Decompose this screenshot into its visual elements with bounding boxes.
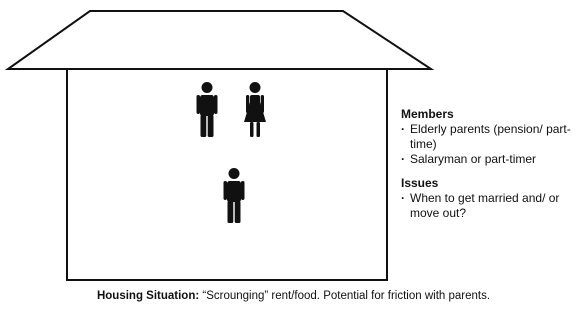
issues-section: Issues When to get married and/ or move … bbox=[401, 176, 583, 221]
members-section: Members Elderly parents (pension/ part-t… bbox=[401, 107, 583, 167]
info-panel: Members Elderly parents (pension/ part-t… bbox=[401, 107, 583, 221]
issues-heading: Issues bbox=[401, 176, 439, 190]
house-roof bbox=[4, 10, 435, 70]
issues-list: When to get married and/ or move out? bbox=[401, 191, 583, 221]
caption-text: “Scrounging” rent/food. Potential for fr… bbox=[199, 290, 491, 302]
members-item: Elderly parents (pension/ part-time) bbox=[401, 122, 583, 152]
female-figure-icon bbox=[244, 82, 266, 137]
members-item: Salaryman or part-timer bbox=[401, 152, 583, 167]
house-body bbox=[66, 68, 388, 281]
members-heading: Members bbox=[401, 107, 454, 121]
housing-caption: Housing Situation: “Scrounging” rent/foo… bbox=[0, 290, 587, 302]
male-figure-icon bbox=[223, 168, 245, 223]
members-list: Elderly parents (pension/ part-time) Sal… bbox=[401, 122, 583, 167]
caption-label: Housing Situation: bbox=[96, 290, 200, 302]
issues-item: When to get married and/ or move out? bbox=[401, 191, 583, 221]
male-figure-icon bbox=[196, 82, 218, 137]
